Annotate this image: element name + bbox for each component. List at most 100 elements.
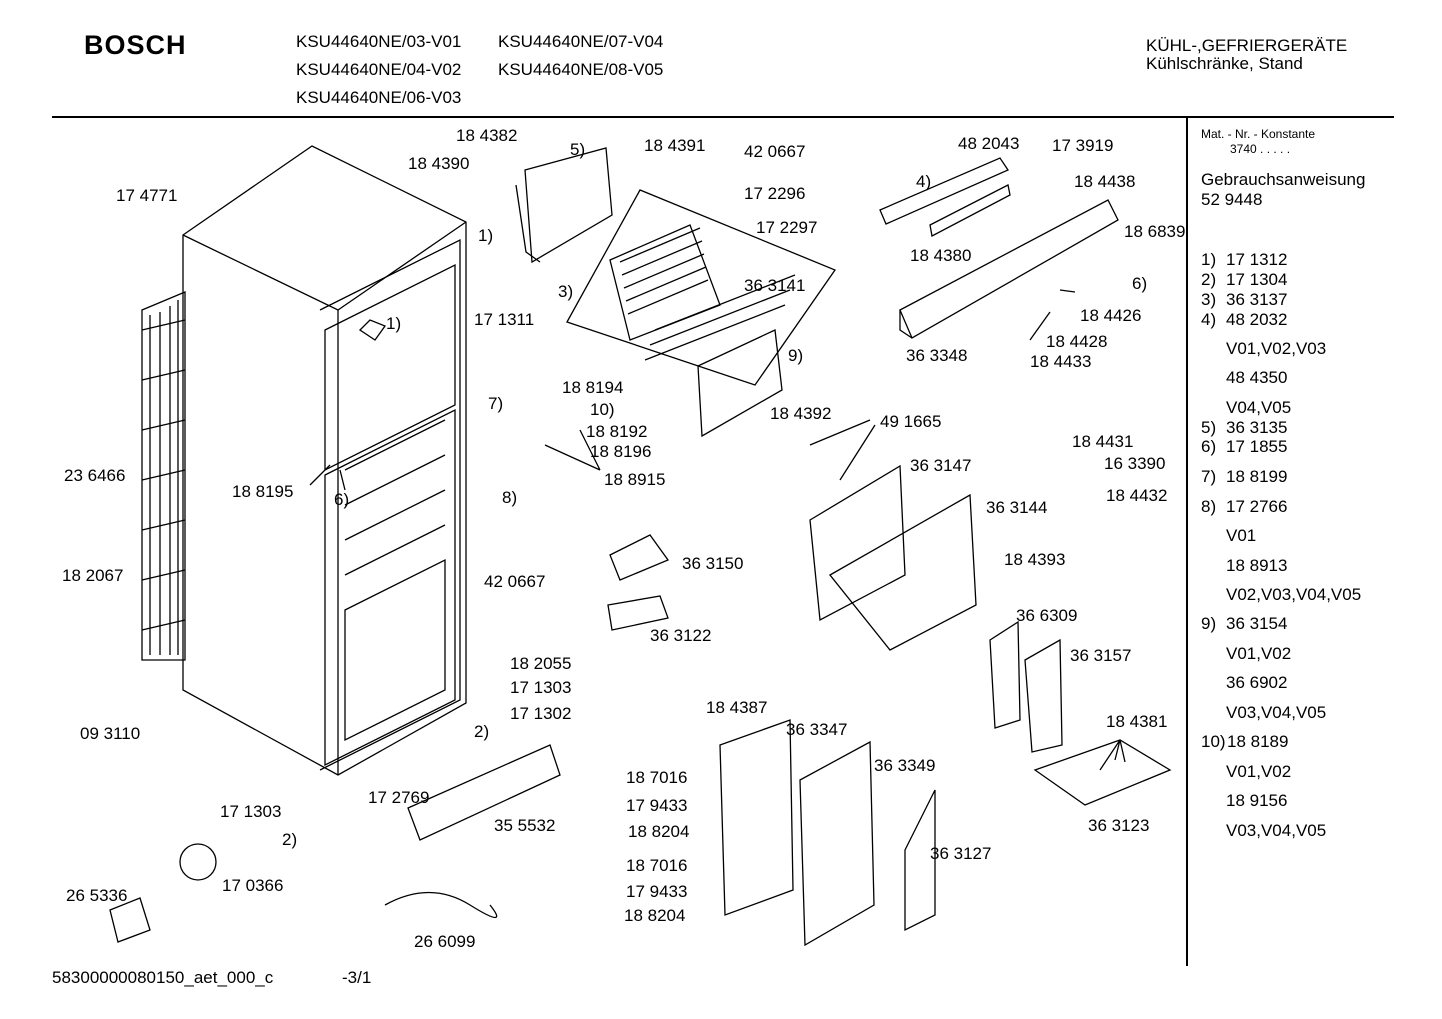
part-label: 18 8196 (590, 442, 652, 461)
part-label: 6) (334, 490, 350, 509)
door-bin-36-6309 (989, 620, 1021, 729)
part-label: 1) (386, 314, 402, 333)
part-label: 18 4380 (910, 246, 972, 265)
shelf-35-5532 (407, 744, 561, 841)
variant-value: 17 2766 (1226, 497, 1288, 516)
part-label: 36 3144 (986, 498, 1048, 517)
variant-key: 5) (1201, 418, 1217, 437)
part-label: 36 3127 (930, 844, 992, 863)
part-label: 18 4432 (1106, 486, 1168, 505)
variant-value: 18 9156 (1226, 791, 1288, 810)
header-divider (52, 116, 1394, 118)
fan-blade (179, 843, 217, 881)
cable (515, 184, 541, 263)
part-label: 42 0667 (744, 142, 806, 161)
variant-value: 48 4350 (1226, 368, 1288, 387)
part-label: 36 3122 (650, 626, 712, 645)
part-label: 6) (1132, 274, 1148, 293)
variant-key: 9) (1201, 614, 1217, 633)
model-code: KSU44640NE/08-V05 (498, 60, 664, 79)
base-plate-36-3123 (1033, 739, 1172, 806)
side-panel-divider (1186, 118, 1188, 966)
part-label: 9) (788, 346, 804, 365)
part-label: 18 4393 (1004, 550, 1066, 569)
condenser-grid (141, 291, 186, 661)
part-label: 36 3141 (744, 276, 806, 295)
part-label: 16 3390 (1104, 454, 1166, 473)
variant-key: 1) (1201, 250, 1217, 269)
variant-key: 6) (1201, 437, 1217, 456)
part-label: 18 6839 (1124, 222, 1186, 241)
category-subtitle: Kühlschränke, Stand (1146, 54, 1303, 73)
manual-number: 52 9448 (1201, 190, 1263, 209)
variant-value: V02,V03,V04,V05 (1226, 585, 1362, 604)
part-label: 48 2043 (958, 134, 1020, 153)
part-label: 1) (478, 226, 494, 245)
variant-key: 3) (1201, 290, 1217, 309)
part-label: 26 5336 (66, 886, 128, 905)
manual-label: Gebrauchsanweisung (1201, 170, 1366, 189)
model-code: KSU44640NE/07-V04 (498, 32, 664, 51)
variant-value: V01,V02 (1226, 644, 1292, 663)
part-label: 18 7016 (626, 768, 688, 787)
part-label: 5) (570, 140, 586, 159)
part-label: 18 4382 (456, 126, 518, 145)
variant-value: 18 8913 (1226, 556, 1288, 575)
part-label: 18 8194 (562, 378, 624, 397)
variant-value: 48 2032 (1226, 310, 1288, 329)
part-label: 3) (558, 282, 574, 301)
part-label: 42 0667 (484, 572, 546, 591)
variant-value: 36 6902 (1226, 673, 1288, 692)
fan-motor (109, 897, 151, 943)
page-number: -3/1 (342, 968, 372, 987)
part-label: 18 4390 (408, 154, 470, 173)
rail-36-3349 (799, 740, 875, 947)
variant-value: 36 3135 (1226, 418, 1288, 437)
part-label: 7) (488, 394, 504, 413)
variant-value: 17 1304 (1226, 270, 1288, 289)
part-36-3122 (607, 595, 669, 631)
variant-key: 2) (1201, 270, 1217, 289)
rear-panel-36-3144 (829, 493, 977, 651)
part-label: 18 4428 (1046, 332, 1108, 351)
part-label: 09 3110 (80, 724, 141, 743)
variant-value: 18 8189 (1227, 732, 1289, 751)
rail-36-3347 (719, 719, 794, 916)
part-label: 18 2055 (510, 654, 572, 673)
part-label: 17 1302 (510, 704, 572, 723)
part-label: 36 3150 (682, 554, 744, 573)
brand-logo: BOSCH (84, 30, 187, 60)
part-label: 2) (474, 722, 490, 741)
variant-value: V01 (1226, 526, 1257, 545)
rear-panel-36-3147 (809, 464, 906, 622)
part-label: 17 2297 (756, 218, 818, 237)
top-cover (524, 147, 613, 264)
control-panel (879, 157, 1119, 339)
part-label: 18 4387 (706, 698, 768, 717)
part-label: 17 0366 (222, 876, 284, 895)
variant-value: V03,V04,V05 (1226, 703, 1327, 722)
part-label: 18 2067 (62, 566, 124, 585)
part-36-3150 (609, 534, 670, 581)
part-label: 18 7016 (626, 856, 688, 875)
part-label: 49 1665 (880, 412, 942, 431)
model-code: KSU44640NE/06-V03 (296, 88, 462, 107)
part-label: 18 8195 (232, 482, 294, 501)
part-label: 17 1311 (474, 310, 535, 329)
power-cord (384, 891, 498, 919)
variant-value: 36 3154 (1226, 614, 1288, 633)
part-label: 18 4381 (1106, 712, 1168, 731)
variant-key: 10) (1201, 732, 1226, 751)
part-label: 36 3157 (1070, 646, 1132, 665)
fridge-cabinet (182, 145, 467, 776)
part-label: 18 8204 (624, 906, 686, 925)
part-label: 18 4438 (1074, 172, 1136, 191)
part-label: 18 8192 (586, 422, 648, 441)
variant-key: 8) (1201, 497, 1217, 516)
category-title: KÜHL-,GEFRIERGERÄTE (1146, 36, 1348, 55)
part-label: 17 2769 (368, 788, 430, 807)
part-label: 10) (590, 400, 615, 419)
document-id: 58300000080150_aet_000_c (52, 968, 274, 987)
part-label: 17 9433 (626, 882, 688, 901)
